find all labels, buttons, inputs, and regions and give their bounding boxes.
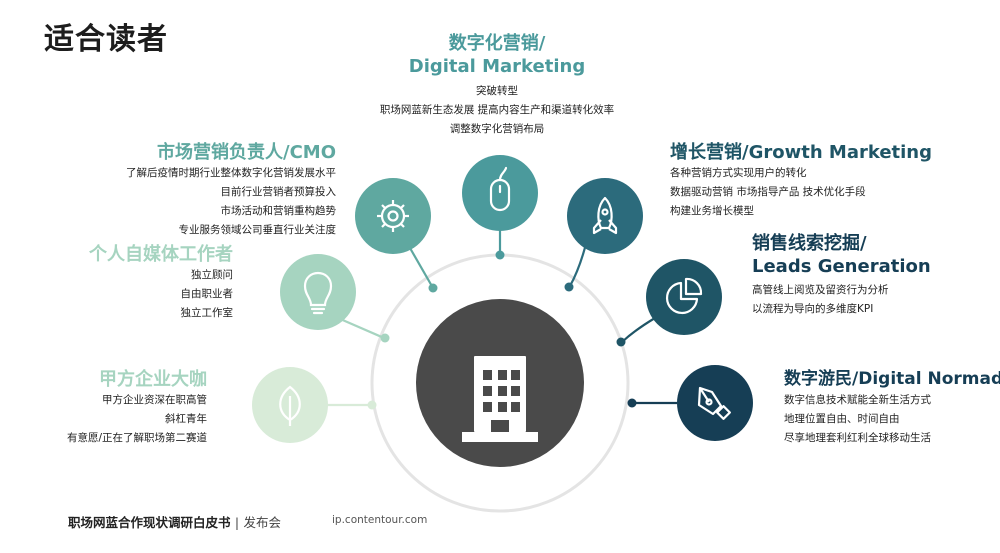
persona-line: 独立工作室 bbox=[180, 307, 234, 319]
persona-title: 甲方企业大咖 bbox=[99, 369, 207, 390]
persona-line: 市场活动和营销重构趋势 bbox=[220, 205, 337, 217]
page-title: 适合读者 bbox=[44, 22, 168, 57]
rocket-icon bbox=[592, 196, 618, 235]
persona-title-line1: 销售线索挖掘/ bbox=[752, 233, 867, 254]
persona-digital-nomad: 数字游民/Digital Normad 数字信息技术赋能全新生活方式 地理位置自… bbox=[784, 368, 1000, 448]
persona-line: 数据驱动营销 市场指导产品 技术优化手段 bbox=[670, 186, 866, 198]
persona-title-line1: 数字化营销/ bbox=[448, 33, 546, 54]
persona-title: 数字游民/Digital Normad bbox=[784, 369, 1000, 389]
persona-title: 增长营销/Growth Marketing bbox=[670, 142, 933, 163]
footer-url[interactable]: ip.contentour.com bbox=[332, 514, 428, 526]
persona-digital-marketing: 数字化营销/ Digital Marketing 突破转型 职场网蓝新生态发展 … bbox=[360, 32, 634, 139]
gear-icon bbox=[377, 200, 409, 232]
persona-cmo: 市场营销负责人/CMO 了解后疫情时期行业整体数字化营销发展水平 目前行业营销者… bbox=[126, 141, 336, 240]
persona-line: 自由职业者 bbox=[180, 288, 234, 300]
persona-line: 有意愿/正在了解职场第二赛道 bbox=[66, 432, 207, 444]
persona-self-media: 个人自媒体工作者 独立顾问 自由职业者 独立工作室 bbox=[89, 243, 233, 323]
footer-report-title: 职场网蓝合作现状调研白皮书 bbox=[68, 515, 231, 530]
persona-line: 以流程为导向的多维度KPI bbox=[752, 303, 874, 315]
persona-growth-marketing: 增长营销/Growth Marketing 各种营销方式实现用户的转化 数据驱动… bbox=[670, 141, 932, 221]
persona-title-line2: Leads Generation bbox=[752, 256, 931, 277]
node-digital-nomad bbox=[677, 365, 753, 441]
pen-nib-icon bbox=[697, 386, 731, 420]
persona-title-line2: Digital Marketing bbox=[408, 56, 586, 77]
persona-line: 尽享地理套利红利全球移动生活 bbox=[784, 432, 931, 444]
node-self-media bbox=[280, 254, 356, 330]
persona-line: 高管线上阅览及留资行为分析 bbox=[752, 284, 889, 296]
footer-event: 发布会 bbox=[243, 515, 281, 530]
lightbulb-icon bbox=[303, 271, 333, 315]
connector-self-media bbox=[337, 316, 385, 340]
pie-chart-icon bbox=[665, 277, 703, 315]
persona-line: 甲方企业资深在职高管 bbox=[102, 394, 207, 406]
node-leads-generation bbox=[646, 259, 722, 335]
persona-enterprise-exec: 甲方企业大咖 甲方企业资深在职高管 斜杠青年 有意愿/正在了解职场第二赛道 bbox=[67, 368, 207, 448]
footer-separator: | bbox=[234, 515, 240, 530]
persona-line: 了解后疫情时期行业整体数字化营销发展水平 bbox=[126, 167, 336, 179]
node-cmo bbox=[355, 178, 431, 254]
persona-line: 地理位置自由、时间自由 bbox=[784, 413, 900, 425]
connector-dots bbox=[367, 250, 637, 410]
persona-line: 调整数字化营销布局 bbox=[449, 123, 545, 135]
connector-cmo bbox=[409, 247, 434, 289]
persona-title: 市场营销负责人/CMO bbox=[157, 142, 336, 163]
persona-line: 构建业务增长模型 bbox=[670, 205, 754, 217]
connector-leads-generation bbox=[621, 317, 656, 343]
persona-line: 目前行业营销者预算投入 bbox=[220, 186, 337, 198]
center-node bbox=[416, 299, 584, 467]
persona-line: 独立顾问 bbox=[191, 269, 233, 281]
node-digital-marketing bbox=[462, 155, 538, 231]
mouse-icon bbox=[489, 166, 511, 212]
leaf-icon bbox=[279, 385, 301, 426]
persona-line: 突破转型 bbox=[476, 85, 518, 97]
persona-line: 斜杠青年 bbox=[165, 413, 207, 425]
persona-line: 职场网蓝新生态发展 提高内容生产和渠道转化效率 bbox=[379, 104, 615, 116]
node-growth-marketing bbox=[567, 178, 643, 254]
persona-title: 个人自媒体工作者 bbox=[89, 244, 233, 265]
footer-report: 职场网蓝合作现状调研白皮书 | 发布会 bbox=[68, 512, 281, 531]
building-icon bbox=[462, 356, 538, 442]
node-enterprise-exec bbox=[252, 367, 328, 443]
persona-line: 各种营销方式实现用户的转化 bbox=[670, 167, 807, 179]
persona-leads-generation: 销售线索挖掘/ Leads Generation 高管线上阅览及留资行为分析 以… bbox=[752, 232, 931, 319]
persona-line: 专业服务领域公司垂直行业关注度 bbox=[178, 224, 337, 236]
persona-line: 数字信息技术赋能全新生活方式 bbox=[784, 394, 931, 406]
